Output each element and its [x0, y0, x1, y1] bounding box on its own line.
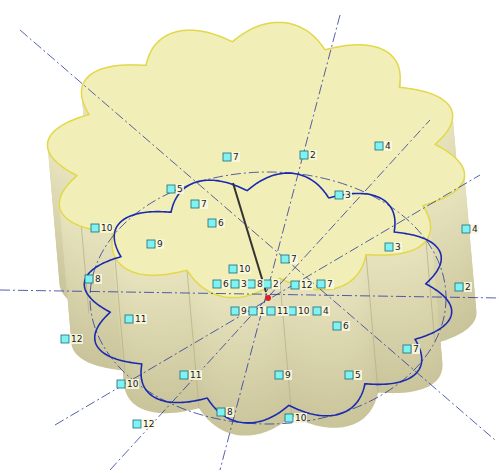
- relation-icon: [229, 265, 237, 273]
- relation-number: 6: [217, 218, 225, 228]
- relation-number: 10: [294, 413, 307, 423]
- relation-number: 10: [297, 306, 310, 316]
- relation-icon: [213, 280, 221, 288]
- relation-number: 7: [232, 152, 240, 162]
- relation-icon: [249, 307, 257, 315]
- relation-number: 9: [284, 370, 292, 380]
- relation-icon: [191, 200, 199, 208]
- relation-icon: [375, 142, 383, 150]
- relation-number: 11: [134, 314, 147, 324]
- relation-icon: [61, 335, 69, 343]
- relation-number: 1: [258, 306, 266, 316]
- relation-number: 10: [126, 379, 139, 389]
- relation-number: 9: [240, 306, 248, 316]
- relation-icon: [335, 191, 343, 199]
- centerline: [0, 290, 499, 298]
- relation-icon: [285, 414, 293, 422]
- relation-icon: [180, 371, 188, 379]
- seam-line: [280, 278, 292, 416]
- relation-number: 12: [70, 334, 83, 344]
- relation-number: 7: [290, 254, 298, 264]
- relation-number: 8: [94, 274, 102, 284]
- relation-icon: [275, 371, 283, 379]
- relation-icon: [385, 243, 393, 251]
- relation-number: 7: [326, 279, 334, 289]
- relation-number: 11: [276, 306, 289, 316]
- relation-number: 5: [176, 184, 184, 194]
- relation-number: 8: [226, 407, 234, 417]
- relation-number: 2: [464, 282, 472, 292]
- seam-line: [366, 254, 378, 392]
- relation-icon: [263, 280, 271, 288]
- relation-number: 7: [200, 199, 208, 209]
- relation-icon: [91, 224, 99, 232]
- relation-number: 12: [300, 280, 313, 290]
- relation-number: 6: [342, 321, 350, 331]
- relation-icon: [125, 315, 133, 323]
- relation-icon: [462, 225, 470, 233]
- relation-icon: [223, 153, 231, 161]
- relation-icon: [231, 307, 239, 315]
- centerline: [55, 175, 480, 425]
- relation-number: 2: [309, 150, 317, 160]
- relation-number: 9: [156, 239, 164, 249]
- relation-number: 8: [256, 279, 264, 289]
- relation-icon: [117, 380, 125, 388]
- relation-number: 10: [100, 223, 113, 233]
- relation-icon: [167, 185, 175, 193]
- relation-icon: [208, 219, 216, 227]
- relation-icon: [300, 151, 308, 159]
- relation-number: 11: [189, 370, 202, 380]
- seam-line: [187, 270, 199, 408]
- relation-number: 10: [238, 264, 251, 274]
- relation-number: 7: [412, 344, 420, 354]
- relation-number: 4: [384, 141, 392, 151]
- relation-icon: [313, 307, 321, 315]
- relation-number: 6: [222, 279, 230, 289]
- relation-icon: [333, 322, 341, 330]
- relation-icon: [231, 280, 239, 288]
- relation-icon: [403, 345, 411, 353]
- relation-icon: [281, 255, 289, 263]
- relation-number: 3: [240, 279, 248, 289]
- relation-icon: [291, 281, 299, 289]
- relation-number: 3: [344, 190, 352, 200]
- relation-number: 5: [354, 370, 362, 380]
- relation-icon: [455, 283, 463, 291]
- relation-number: 4: [471, 224, 479, 234]
- relation-icon: [147, 240, 155, 248]
- relation-icon: [85, 275, 93, 283]
- relation-icon: [267, 307, 275, 315]
- relation-icon: [133, 420, 141, 428]
- origin-point: [265, 295, 271, 301]
- relation-icon: [345, 371, 353, 379]
- centerline: [220, 15, 340, 470]
- top-face: [47, 22, 464, 297]
- side-wall: [47, 22, 464, 297]
- relation-icon: [247, 280, 255, 288]
- relation-number: 2: [272, 279, 280, 289]
- relation-icon: [317, 280, 325, 288]
- centerline: [20, 30, 495, 440]
- sketch-profile: [84, 173, 451, 423]
- relation-number: 3: [394, 242, 402, 252]
- relation-number: 12: [142, 419, 155, 429]
- direction-line: [233, 183, 266, 292]
- relation-icon: [217, 408, 225, 416]
- relation-number: 4: [322, 306, 330, 316]
